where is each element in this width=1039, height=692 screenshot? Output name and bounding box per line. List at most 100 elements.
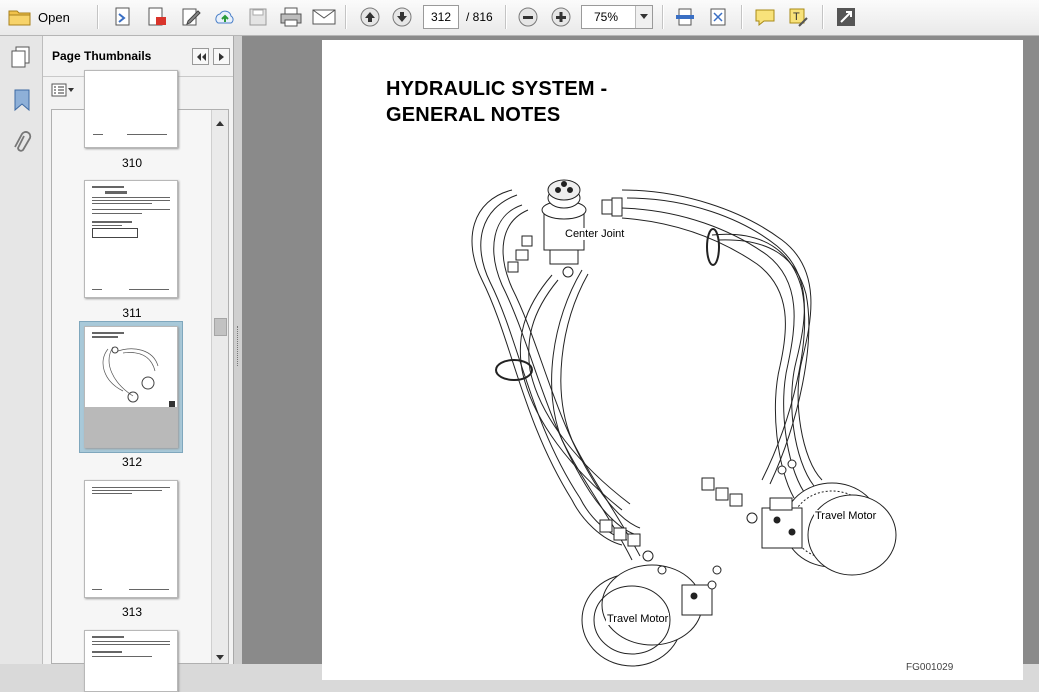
document-view[interactable]: HYDRAULIC SYSTEM - GENERAL NOTES bbox=[242, 36, 1039, 680]
toolbar-separator bbox=[822, 5, 824, 29]
thumb-text-line bbox=[92, 651, 122, 653]
email-button[interactable] bbox=[310, 5, 338, 29]
main-toolbar: Open / 816 75% bbox=[0, 0, 1039, 36]
thumbnail-page[interactable] bbox=[84, 480, 178, 598]
paperclip-icon bbox=[12, 131, 32, 159]
zoom-in-button[interactable] bbox=[548, 5, 574, 29]
thumbnail-page[interactable] bbox=[84, 70, 178, 148]
scrollbar-thumb[interactable] bbox=[214, 318, 227, 336]
pages-icon bbox=[10, 46, 32, 72]
hydraulic-diagram bbox=[471, 179, 897, 667]
fit-page-button[interactable] bbox=[705, 5, 731, 29]
thumbnail-page[interactable] bbox=[84, 630, 178, 692]
svg-text:T: T bbox=[793, 11, 800, 23]
thumb-text-line bbox=[92, 197, 170, 198]
close-panel-button[interactable] bbox=[213, 48, 230, 65]
thumb-text-line bbox=[92, 221, 132, 223]
thumbnail-options-menu[interactable] bbox=[51, 82, 77, 100]
page-total: / 816 bbox=[466, 10, 493, 24]
folder-icon bbox=[8, 7, 32, 27]
create-pdf-button[interactable] bbox=[110, 5, 136, 29]
arrow-up-icon bbox=[359, 6, 381, 28]
scroll-up-icon[interactable] bbox=[216, 115, 224, 129]
comment-button[interactable] bbox=[752, 5, 778, 29]
edit-pdf-button[interactable] bbox=[178, 5, 204, 29]
open-button[interactable]: Open bbox=[8, 5, 84, 29]
highlighter-icon: T bbox=[787, 6, 809, 28]
thumb-text-line bbox=[93, 134, 103, 135]
fit-width-button[interactable] bbox=[672, 5, 698, 29]
thumb-text-line bbox=[127, 134, 167, 135]
thumb-text-line bbox=[92, 186, 124, 188]
thumb-text-line bbox=[92, 589, 102, 590]
thumbnails-list[interactable]: 310 311 312 bbox=[51, 70, 229, 692]
zoom-value: 75% bbox=[594, 10, 619, 24]
export-pdf-button[interactable] bbox=[144, 5, 170, 29]
thumb-text-line bbox=[92, 487, 170, 488]
zoom-out-button[interactable] bbox=[515, 5, 541, 29]
thumb-note-box bbox=[85, 407, 177, 447]
open-label: Open bbox=[38, 9, 70, 25]
travel-motor-label-right: Travel Motor bbox=[814, 510, 878, 522]
toolbar-separator bbox=[505, 5, 507, 29]
create-pdf-icon bbox=[113, 6, 133, 28]
travel-motor-label-left: Travel Motor bbox=[606, 613, 670, 625]
thumb-text-line bbox=[105, 191, 127, 194]
edit-icon bbox=[180, 6, 202, 28]
toolbar-separator bbox=[345, 5, 347, 29]
toolbar-separator bbox=[741, 5, 743, 29]
thumb-text-line bbox=[92, 332, 124, 334]
chevron-down-icon[interactable] bbox=[635, 6, 652, 28]
attachments-tab[interactable] bbox=[12, 131, 32, 159]
thumb-text-line bbox=[129, 289, 169, 290]
double-chevron-left-icon bbox=[196, 50, 206, 64]
upload-button[interactable] bbox=[212, 5, 238, 29]
thumbnail-page-current[interactable] bbox=[84, 326, 178, 448]
cloud-upload-icon bbox=[213, 6, 237, 28]
page-title-line-2: GENERAL NOTES bbox=[386, 104, 561, 126]
bookmarks-tab[interactable] bbox=[12, 88, 32, 115]
print-button[interactable] bbox=[277, 5, 305, 29]
splitter-grip bbox=[237, 326, 240, 366]
bookmark-icon bbox=[12, 89, 32, 115]
thumb-text-line bbox=[92, 644, 170, 645]
figure-id: FG001029 bbox=[906, 662, 954, 673]
panel-splitter[interactable] bbox=[234, 36, 242, 664]
fit-page-icon bbox=[675, 6, 695, 28]
options-list-icon bbox=[51, 83, 75, 100]
thumb-text-line bbox=[92, 225, 122, 226]
thumbnail-page[interactable] bbox=[84, 180, 178, 298]
collapse-panel-button[interactable] bbox=[192, 48, 209, 65]
envelope-icon bbox=[312, 8, 336, 26]
arrow-down-icon bbox=[391, 6, 413, 28]
thumb-table bbox=[92, 228, 138, 238]
scroll-down-icon[interactable] bbox=[216, 650, 224, 664]
page-title-line-1: HYDRAULIC SYSTEM - bbox=[386, 78, 608, 100]
save-button[interactable] bbox=[245, 5, 271, 29]
next-page-button[interactable] bbox=[389, 5, 415, 29]
pdf-export-icon bbox=[146, 6, 168, 28]
thumb-text-line bbox=[92, 200, 170, 201]
save-icon bbox=[248, 7, 268, 27]
page-number-input[interactable] bbox=[423, 5, 459, 29]
highlight-button[interactable]: T bbox=[785, 5, 811, 29]
toolbar-separator bbox=[97, 5, 99, 29]
expand-icon bbox=[708, 6, 728, 28]
zoom-select[interactable]: 75% bbox=[581, 5, 653, 29]
page-thumbnails-panel: Page Thumbnails 310 bbox=[43, 36, 234, 692]
comment-icon bbox=[754, 7, 776, 27]
thumb-text-line bbox=[92, 490, 162, 491]
minus-icon bbox=[517, 6, 539, 28]
thumbnails-scrollbar[interactable] bbox=[211, 110, 228, 663]
thumbnail-diagram bbox=[102, 346, 159, 403]
thumb-text-line bbox=[92, 289, 102, 290]
previous-page-button[interactable] bbox=[357, 5, 383, 29]
thumb-marker bbox=[169, 401, 175, 407]
thumb-text-line bbox=[92, 213, 142, 214]
thumbnail-label: 312 bbox=[121, 455, 143, 469]
thumb-text-line bbox=[92, 203, 152, 204]
page-thumbnails-tab[interactable] bbox=[10, 45, 32, 72]
full-screen-button[interactable] bbox=[833, 5, 859, 29]
toolbar-separator bbox=[662, 5, 664, 29]
thumb-text-line bbox=[92, 493, 132, 494]
